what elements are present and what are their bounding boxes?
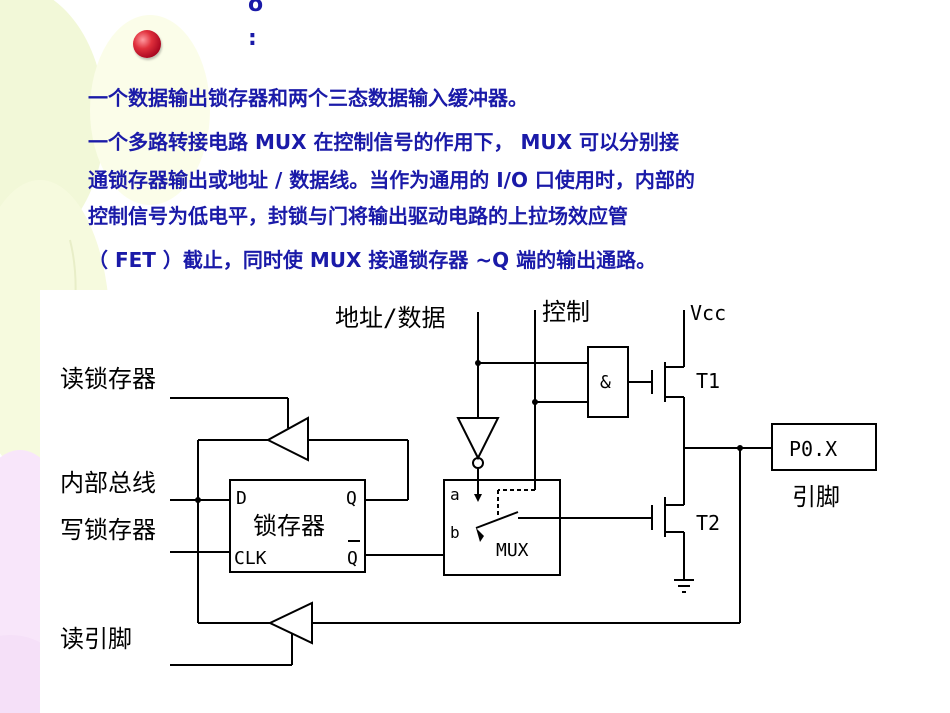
body-text-line: 一个数据输出锁存器和两个三态数据输入缓冲器。 [88, 86, 528, 110]
latch-q-label: Q [346, 488, 357, 509]
body-text-line: 一个多路转接电路 MUX 在控制信号的作用下， MUX 可以分别接 [88, 130, 679, 154]
read-pin-label: 读引脚 [60, 625, 132, 653]
latch-name-label: 锁存器 [253, 512, 325, 540]
mux-switch [475, 511, 519, 529]
mux-box [443, 479, 561, 576]
addr-data-buffer [456, 417, 500, 461]
circuit-background [40, 290, 940, 713]
read-latch-label: 读锁存器 [60, 365, 156, 393]
t1-label: T1 [696, 369, 720, 393]
pin-label: 引脚 [792, 483, 840, 511]
and-gate-symbol: & [600, 372, 611, 393]
junction-dot [532, 399, 538, 405]
mux-a-label: a [450, 485, 460, 504]
internal-bus-label: 内部总线 [60, 469, 156, 497]
junction-dot [737, 445, 743, 451]
stray-mark: o [248, 0, 264, 17]
control-label: 控制 [542, 298, 590, 326]
junction-dot [475, 360, 481, 366]
bullet-icon [133, 30, 161, 58]
mux-a-arrow [474, 494, 482, 502]
latch-qbar-label: Q [347, 548, 358, 569]
body-text-line: 通锁存器输出或地址 / 数据线。当作为通用的 I/O 口使用时，内部的 [88, 168, 695, 192]
addr-data-label: 地址/数据 [335, 304, 445, 332]
body-text-line: （ FET ）截止，同时使 MUX 接通锁存器 ~Q 端的输出通路。 [88, 248, 657, 272]
stray-mark: : [248, 26, 257, 51]
balloon-decoration [90, 15, 210, 205]
pin-box [771, 423, 877, 471]
pin-box-label: P0.X [789, 437, 837, 461]
t2-label: T2 [696, 511, 720, 535]
mux-b-label: b [450, 523, 460, 542]
write-latch-label: 写锁存器 [60, 516, 156, 544]
vcc-label: Vcc [690, 301, 726, 325]
latch-box [229, 479, 366, 573]
junction-dot [195, 497, 201, 503]
latch-d-label: D [236, 488, 247, 509]
mux-name-label: MUX [496, 540, 529, 561]
body-text-line: 控制信号为低电平，封锁与门将输出驱动电路的上拉场效应管 [88, 204, 628, 228]
mux-b-arrow [476, 528, 484, 542]
p0-port-circuit-diagram: 地址/数据 控制 Vcc 读锁存器 内部总线 写锁存器 读引脚 T1 T2 P0… [40, 290, 940, 713]
latch-clk-label: CLK [234, 548, 267, 569]
